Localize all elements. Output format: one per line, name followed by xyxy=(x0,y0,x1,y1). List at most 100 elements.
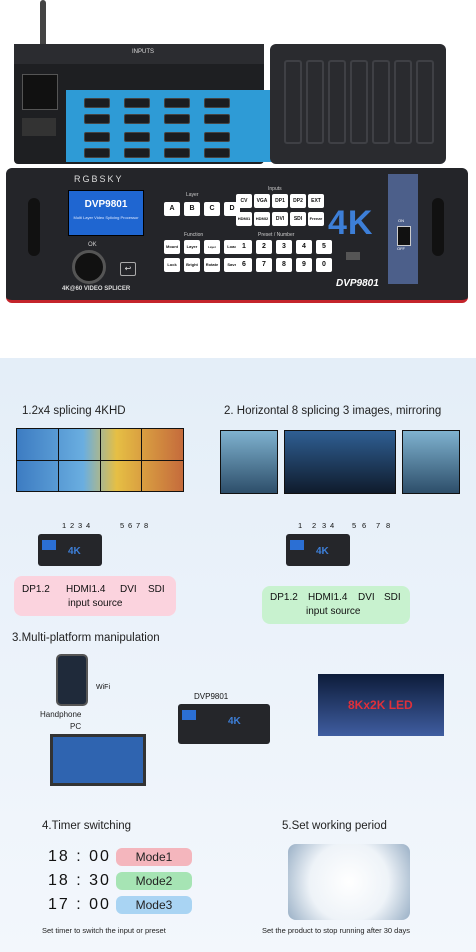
mirror-wall-left xyxy=(220,430,278,494)
input-source-box-2: DP1.2 HDMI1.4 DVI SDI input source xyxy=(262,586,410,624)
grille-slot xyxy=(372,60,390,144)
right-vent xyxy=(432,198,444,256)
control-knob[interactable] xyxy=(72,250,106,284)
section3-title: 3.Multi-platform manipulation xyxy=(12,632,160,644)
input-key[interactable]: SDI xyxy=(290,212,306,226)
product-photo: INPUTS RGBSKY DVP9801 xyxy=(0,0,476,310)
port-number: 2 xyxy=(70,521,75,530)
function-label: Function xyxy=(184,232,204,238)
input-key[interactable]: HDMI2 xyxy=(254,212,270,226)
handphone-label: Handphone xyxy=(40,710,82,719)
port-number: 8 xyxy=(144,521,149,530)
preset-key-8[interactable]: 8 xyxy=(276,258,292,272)
timer-mode-3: Mode3 xyxy=(116,896,192,914)
dvi-port xyxy=(164,132,190,142)
port-number: 3 xyxy=(78,521,83,530)
dvi-port xyxy=(84,148,110,158)
splice-wall-1 xyxy=(16,428,184,492)
dvi-port xyxy=(124,114,150,124)
power-off-label: OFF xyxy=(397,246,405,251)
preset-key-1[interactable]: 1 xyxy=(236,240,252,254)
grille-slot xyxy=(394,60,412,144)
port-number: 1 xyxy=(62,521,67,530)
preset-label: Preset / Number xyxy=(258,232,295,238)
preset-key-3[interactable]: 3 xyxy=(276,240,292,254)
timer-caption: Set timer to switch the input or preset xyxy=(42,926,166,935)
input-key[interactable]: CV xyxy=(236,194,252,208)
pc-label: PC xyxy=(70,722,82,731)
usb-port xyxy=(346,252,360,260)
rear-panel: INPUTS xyxy=(14,44,278,164)
preset-key-9[interactable]: 9 xyxy=(296,258,312,272)
dvi-port xyxy=(84,114,110,124)
source-dvi: DVI xyxy=(120,584,137,595)
timer-time-3: 17 : 00 xyxy=(48,896,111,913)
input-source-label: input source xyxy=(306,606,361,617)
preset-key-2[interactable]: 2 xyxy=(256,240,272,254)
back-button[interactable]: ↩ xyxy=(120,262,136,276)
layer-key-a[interactable]: A xyxy=(164,202,180,216)
input-key[interactable]: HDMI1 xyxy=(236,212,252,226)
mirror-wall-center xyxy=(284,430,396,494)
function-key[interactable]: Mount xyxy=(164,240,180,254)
source-hdmi: HDMI1.4 xyxy=(308,592,348,603)
device-label: DVP9801 xyxy=(194,692,229,701)
input-source-box-1: DP1.2 HDMI1.4 DVI SDI input source xyxy=(14,576,176,616)
port-number: 7 xyxy=(376,521,381,530)
mirror-wall-right xyxy=(402,430,460,494)
section2-title: 2. Horizontal 8 splicing 3 images, mirro… xyxy=(224,405,442,417)
port-number: 3 xyxy=(322,521,327,530)
device-mini-4k: 4K xyxy=(316,546,329,557)
power-socket xyxy=(22,74,58,110)
source-hdmi: HDMI1.4 xyxy=(66,584,106,595)
dvi-port xyxy=(124,98,150,108)
bottom-label: 4K@60 VIDEO SPLICER xyxy=(62,286,131,292)
preset-key-0[interactable]: 0 xyxy=(316,258,332,272)
big-4k-label: 4K xyxy=(328,204,374,242)
function-key[interactable]: Bright xyxy=(184,258,200,272)
source-dp: DP1.2 xyxy=(22,584,50,595)
phone-image xyxy=(56,654,88,706)
rear-fan-grille xyxy=(270,44,446,164)
ok-label: OK xyxy=(88,242,97,248)
source-sdi: SDI xyxy=(384,592,401,603)
input-key[interactable]: Freeze xyxy=(308,212,324,226)
input-key[interactable]: DVI xyxy=(272,212,288,226)
grille-slot xyxy=(328,60,346,144)
grille-slot xyxy=(284,60,302,144)
preset-key-5[interactable]: 5 xyxy=(316,240,332,254)
dvi-port xyxy=(204,148,230,158)
front-panel: RGBSKY DVP9801 Multi Layer Video Splicin… xyxy=(6,168,468,303)
input-key[interactable]: EXT xyxy=(308,194,324,208)
source-dp: DP1.2 xyxy=(270,592,298,603)
screen-title: DVP9801 xyxy=(84,199,128,210)
port-number: 6 xyxy=(362,521,367,530)
input-key[interactable]: VGA xyxy=(254,194,270,208)
device-mini-4k: 4K xyxy=(228,716,241,727)
layer-key-b[interactable]: B xyxy=(184,202,200,216)
preset-key-6[interactable]: 6 xyxy=(236,258,252,272)
function-key[interactable]: Layer Exchang xyxy=(204,240,220,263)
input-key[interactable]: DP1 xyxy=(272,194,288,208)
feature-sheet: 1.2x4 splicing 4KHD 1 2 3 4 5 6 7 8 4K D… xyxy=(0,358,476,952)
input-key[interactable]: DP2 xyxy=(290,194,306,208)
wifi-label: WiFi xyxy=(96,684,110,691)
layer-key-c[interactable]: C xyxy=(204,202,220,216)
layer-label: Layer xyxy=(186,192,199,198)
preset-key-7[interactable]: 7 xyxy=(256,258,272,272)
function-key[interactable]: Layer xyxy=(184,240,200,254)
device-mini-4k: 4K xyxy=(68,546,81,557)
function-key[interactable]: Lock xyxy=(164,258,180,272)
power-switch[interactable] xyxy=(397,226,411,246)
function-key[interactable]: Rotate xyxy=(204,258,220,272)
rear-inputs-label: INPUTS xyxy=(132,49,155,55)
dvi-port xyxy=(164,114,190,124)
grille-slot xyxy=(416,60,434,144)
port-number: 4 xyxy=(86,521,91,530)
port-number: 7 xyxy=(136,521,141,530)
control-port xyxy=(22,118,56,136)
device-mini-1: 4K xyxy=(38,534,102,566)
preset-key-4[interactable]: 4 xyxy=(296,240,312,254)
laptop-image xyxy=(50,734,146,786)
model-label: DVP9801 xyxy=(336,278,379,289)
